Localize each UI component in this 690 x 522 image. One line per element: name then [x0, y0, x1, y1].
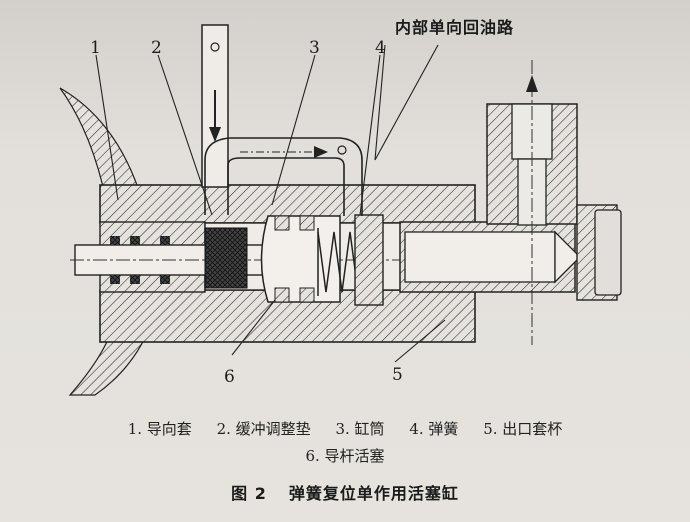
legend-item-4: 4. 弹簧: [409, 420, 459, 438]
part-number-4: 4: [375, 38, 386, 58]
legend-item-5: 5. 出口套杯: [483, 420, 563, 438]
legend-row-1: 1. 导向套 2. 缓冲调整垫 3. 缸筒 4. 弹簧 5. 出口套杯: [0, 418, 690, 439]
figure-caption: 图 2 弹簧复位单作用活塞缸: [0, 480, 690, 504]
figure-title: 弹簧复位单作用活塞缸: [288, 484, 459, 503]
part-number-2: 2: [151, 38, 162, 58]
part-number-5: 5: [392, 365, 403, 385]
legend-row-2: 6. 导杆活塞: [0, 445, 690, 466]
buffer-pad: [204, 227, 248, 289]
internal-return-label: 内部单向回油路: [395, 18, 515, 37]
legend-item-2: 2. 缓冲调整垫: [216, 420, 311, 438]
figure-number: 图 2: [231, 484, 267, 503]
cylinder-diagram: [59, 24, 622, 396]
outlet-arrow: [526, 75, 538, 92]
legend-item-1: 1. 导向套: [127, 420, 192, 438]
internal-return-path: [204, 137, 363, 216]
legend-item-3: 3. 缸筒: [335, 420, 385, 438]
legend-item-6: 6. 导杆活塞: [305, 447, 385, 465]
part-number-1: 1: [90, 38, 101, 58]
part-number-3: 3: [309, 38, 320, 58]
part-number-6: 6: [224, 367, 235, 387]
